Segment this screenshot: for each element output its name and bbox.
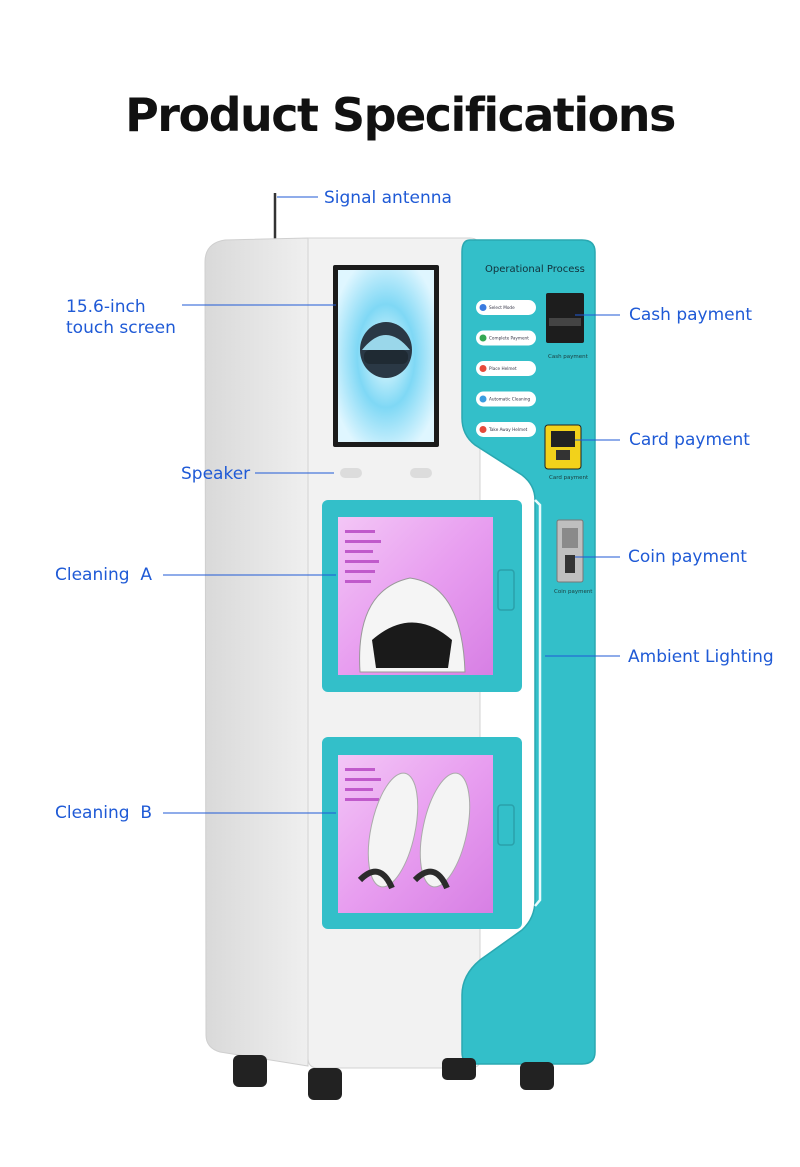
label-touch-screen-line1: 15.6-inch [66, 297, 146, 317]
process-step-icon [479, 365, 487, 372]
process-step-label: Take Away Helmet [488, 427, 528, 432]
label-cleaning-a: Cleaning A [55, 565, 152, 585]
speaker-grille-right [410, 468, 432, 478]
panel-title: Operational Process [485, 264, 585, 275]
process-step-pill [476, 300, 536, 315]
process-step-pill [476, 391, 536, 407]
shoe-left [367, 772, 419, 888]
caster-wheels [233, 1055, 554, 1100]
coin-caption: Coin payment [554, 589, 593, 595]
label-ambient-lighting: Ambient Lighting [628, 647, 774, 667]
process-step-icon [479, 304, 487, 311]
label-card-payment: Card payment [629, 430, 750, 450]
process-step-label: Place Helmet [489, 366, 517, 371]
label-touch-screen-line2: touch screen [66, 318, 176, 338]
process-step-label: Complete Payment [489, 336, 529, 341]
card-caption: Card payment [549, 475, 589, 481]
process-step-pill [476, 330, 536, 346]
process-step-icon [479, 334, 487, 342]
leader-lines [163, 196, 620, 814]
label-cleaning-b: Cleaning B [55, 803, 153, 823]
process-step-pill [476, 422, 536, 437]
shoe-right [419, 772, 471, 888]
process-step-label: Automatic Cleaning [489, 397, 531, 402]
process-step-pill [476, 361, 536, 376]
label-speaker: Speaker [181, 464, 251, 484]
process-step-icon [479, 426, 487, 433]
cabinet-side [204, 237, 309, 1067]
speaker-grille-left [340, 468, 362, 478]
process-step-icon [479, 395, 487, 403]
label-coin-payment: Coin payment [628, 547, 747, 567]
label-signal-antenna: Signal antenna [324, 188, 452, 208]
label-cash-payment: Cash payment [629, 305, 753, 325]
process-step-label: Select Mode [489, 305, 515, 310]
cash-caption: Cash payment [548, 354, 589, 360]
page-title: Product Specifications [125, 88, 676, 142]
